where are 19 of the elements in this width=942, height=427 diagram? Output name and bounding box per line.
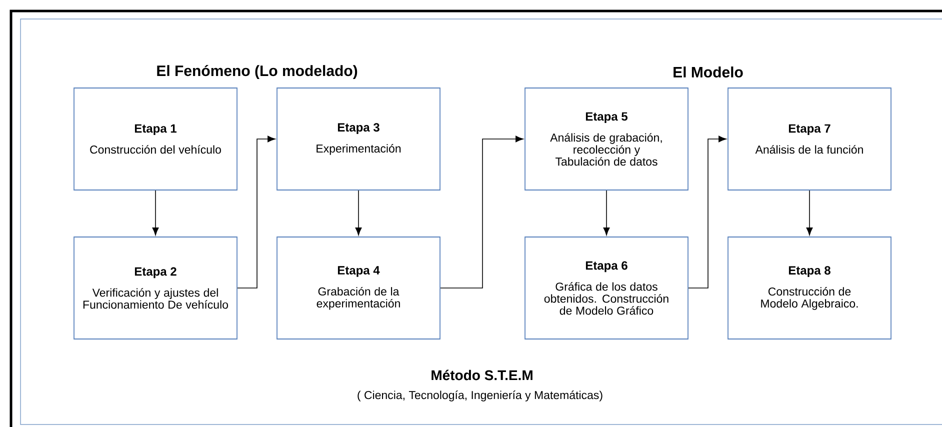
method-title: Método S.T.E.M [432,370,532,380]
arrow [440,136,524,288]
arrow [806,190,813,236]
stage-box: Etapa 5 Análisis de grabación, recolección y Tabulación de datos [524,88,688,190]
arrow [603,190,610,236]
stage-box: Etapa 6 Gráfica de los datos obtenidos. Construcción de Modelo Gráfico [524,236,688,340]
stage-box: Etapa 8 Construcción de Modelo Algebraico. [728,236,892,340]
column-heading: El Modelo [674,66,743,78]
stage-box: Etapa 4 Grabación de la experimentación [276,236,440,340]
stage-box: Etapa 7 Análisis de la función [728,88,892,190]
stage-box: Etapa 3 Experimentación [276,88,440,190]
stage-box: Etapa 1 Construcción del vehículo [74,88,238,190]
column-heading: El Fenómeno (Lo modelado) [157,64,358,80]
arrow [688,136,726,288]
method-subtitle: ( Ciencia, Tecnología, Ingeniería y Matemáticas) [358,390,602,402]
arrow [355,190,362,236]
arrow [237,136,276,288]
arrow [152,190,159,236]
stage-box: Etapa 2 Verificación y ajustes del Funcionamiento De vehículo [74,236,238,340]
